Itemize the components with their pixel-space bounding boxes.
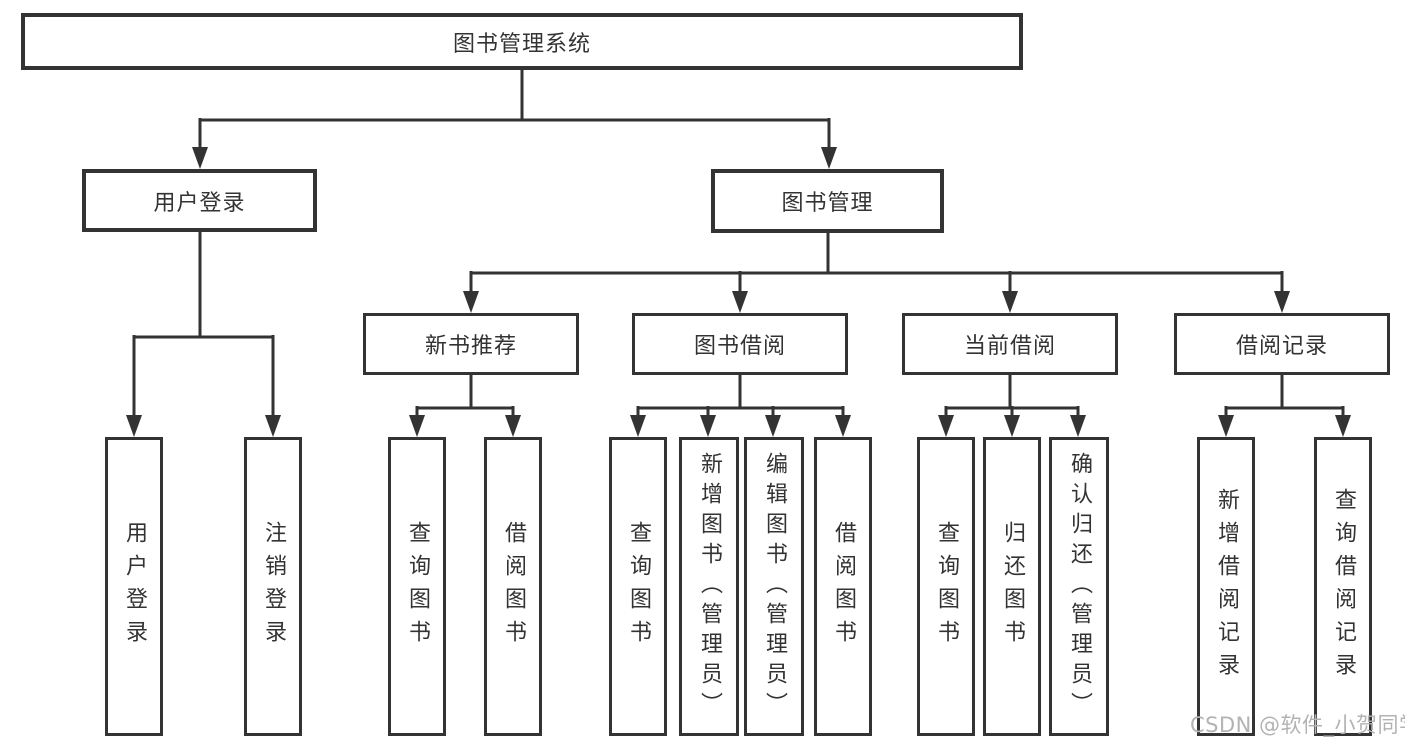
leaf-user-login-label: 用户登录 <box>122 520 147 653</box>
leaf-query-books-borrowing-label: 查询图书 <box>626 520 651 653</box>
node-book-borrowing: 图书借阅 <box>632 313 848 375</box>
leaf-borrow-books: 借阅图书 <box>814 437 872 736</box>
leaf-add-borrow-record: 新增借阅记录 <box>1197 437 1255 736</box>
node-borrow-records-label: 借阅记录 <box>1235 334 1328 359</box>
leaf-query-books-current: 查询图书 <box>917 437 975 736</box>
node-book-borrowing-label: 图书借阅 <box>693 334 786 359</box>
node-book-management: 图书管理 <box>711 169 944 233</box>
leaf-return-books: 归还图书 <box>983 437 1041 736</box>
node-new-book-recommend-label: 新书推荐 <box>424 334 517 359</box>
leaf-return-books-label: 归还图书 <box>1000 520 1025 653</box>
leaf-borrow-books-recommend: 借阅图书 <box>484 437 542 736</box>
leaf-query-borrow-record: 查询借阅记录 <box>1314 437 1372 736</box>
leaf-borrow-books-recommend-label: 借阅图书 <box>501 520 526 653</box>
leaf-add-books-admin-label: 新增图书（管理员） <box>697 451 722 722</box>
node-root-system: 图书管理系统 <box>21 13 1023 70</box>
leaf-add-books-admin: 新增图书（管理员） <box>679 437 739 736</box>
leaf-confirm-return-admin: 确认归还（管理员） <box>1049 437 1109 736</box>
leaf-confirm-return-admin-label: 确认归还（管理员） <box>1067 451 1092 722</box>
leaf-query-books-current-label: 查询图书 <box>934 520 959 653</box>
node-root-label: 图书管理系统 <box>452 31 591 57</box>
leaf-query-books-recommend: 查询图书 <box>388 437 446 736</box>
leaf-query-books-recommend-label: 查询图书 <box>405 520 430 653</box>
leaf-borrow-books-label: 借阅图书 <box>831 520 856 653</box>
node-current-borrowing-label: 当前借阅 <box>963 334 1056 359</box>
leaf-query-borrow-record-label: 查询借阅记录 <box>1331 487 1356 686</box>
leaf-user-login: 用户登录 <box>105 437 163 736</box>
node-new-book-recommend: 新书推荐 <box>363 313 579 375</box>
leaf-query-books-borrowing: 查询图书 <box>609 437 667 736</box>
arrowheads <box>126 147 1351 437</box>
node-user-login: 用户登录 <box>82 169 317 232</box>
leaf-edit-books-admin: 编辑图书（管理员） <box>744 437 804 736</box>
leaf-logout-label: 注销登录 <box>261 520 286 653</box>
csdn-watermark: CSDN @软件_小贺同学 <box>1190 713 1405 737</box>
leaf-logout: 注销登录 <box>244 437 302 736</box>
node-borrow-records: 借阅记录 <box>1174 313 1390 375</box>
node-book-management-label: 图书管理 <box>781 191 874 216</box>
node-current-borrowing: 当前借阅 <box>902 313 1118 375</box>
leaf-edit-books-admin-label: 编辑图书（管理员） <box>762 451 787 722</box>
leaf-add-borrow-record-label: 新增借阅记录 <box>1214 487 1239 686</box>
node-user-login-label: 用户登录 <box>153 190 246 216</box>
